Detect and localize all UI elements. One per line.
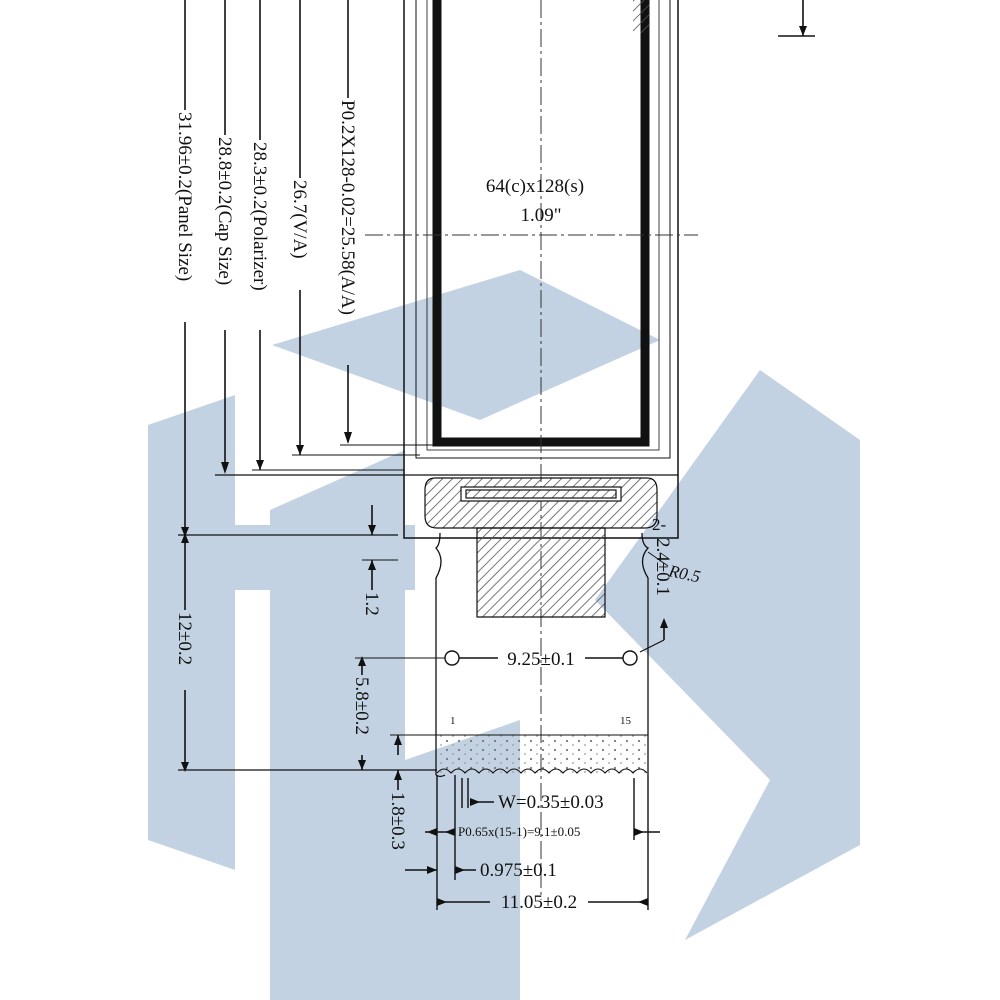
aa-label: P0.2X128-0.02=25.58(A/A) xyxy=(337,100,358,315)
pin-pitch-label: P0.65x(15-1)=9.1±0.05 xyxy=(458,824,580,839)
fpc-width-label: 11.05±0.2 xyxy=(501,892,577,913)
hole-pitch-label: 9.25±0.1 xyxy=(507,649,574,670)
va-label: 26.7(V/A) xyxy=(289,180,310,259)
pin-first-label: 1 xyxy=(450,715,456,727)
pin-width-label: W=0.35±0.03 xyxy=(498,792,604,813)
radius-leader xyxy=(647,551,669,567)
horizontal-arrowheads xyxy=(427,798,648,906)
arrowheads xyxy=(181,26,807,780)
pad-height-label: 1.8±0.3 xyxy=(387,792,408,850)
bonding-area xyxy=(424,477,658,618)
polarizer-label: 28.3±0.2(Polarizer) xyxy=(249,142,270,291)
panel-size-label: 31.96±0.2(Panel Size) xyxy=(174,112,195,281)
hatched-corner xyxy=(633,0,649,33)
gap-label: 1.2 xyxy=(361,592,382,616)
pin-last-label: 15 xyxy=(620,715,632,727)
resolution-label: 64(c)x128(s) xyxy=(486,176,584,197)
vertical-dimension-lines xyxy=(178,0,815,790)
edge-offset-label: 0.975±0.1 xyxy=(480,860,557,881)
mounting-holes xyxy=(444,650,638,666)
hole-to-pin-label: 5.8±0.2 xyxy=(351,677,372,735)
pin-pad-edges xyxy=(436,734,648,774)
cap-size-label: 28.8±0.2(Cap Size) xyxy=(214,137,235,285)
hole-offset-label: 2.4±0.1 xyxy=(652,538,673,596)
diagonal-label: 1.09" xyxy=(520,205,561,226)
fpc-length-label: 12±0.2 xyxy=(174,612,195,665)
watermark-logo xyxy=(148,270,860,1000)
radius-count-label: 2- xyxy=(652,515,667,534)
pin-pads xyxy=(437,735,648,773)
